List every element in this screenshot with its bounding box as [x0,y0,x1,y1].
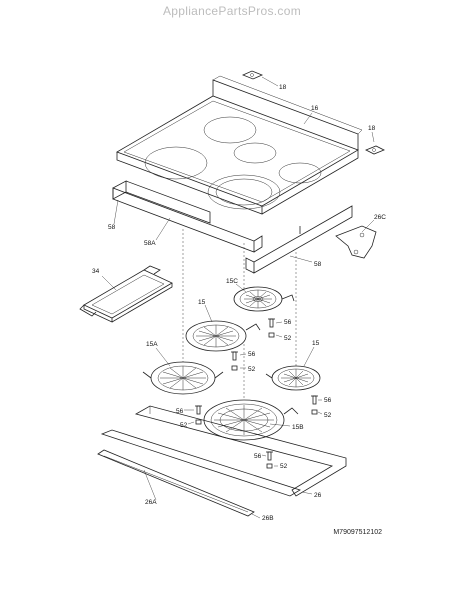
callout-56-b: 56 [248,351,256,358]
clip-52-e[interactable] [266,463,273,469]
callout-56-d: 56 [176,408,184,415]
callout-18-a: 18 [279,84,287,91]
callout-56-c: 56 [324,397,332,404]
callout-15B: 15B [292,424,304,431]
griddle-accessory[interactable] [79,265,173,323]
callout-15-upper: 15 [198,299,206,306]
frame-rail-58A[interactable] [112,187,263,253]
callout-58A: 58A [144,240,156,247]
radiant-element-15C[interactable] [233,286,295,312]
callout-15C: 15C [226,278,238,285]
screw-56-c[interactable] [311,395,318,405]
callout-26C: 26C [374,214,386,221]
callout-52-c: 52 [324,412,332,419]
cooktop-glass-part[interactable] [116,75,363,215]
callout-52-e: 52 [280,463,288,470]
radiant-element-15-right[interactable] [265,365,321,391]
callout-26: 26 [314,492,322,499]
watermark-text: AppliancePartsPros.com [163,4,301,18]
support-rail-26[interactable] [134,405,347,497]
model-number: M79097512102 [333,529,382,536]
callout-15-right: 15 [312,340,320,347]
callout-15A: 15A [146,341,158,348]
callout-16: 16 [311,105,319,112]
callout-34: 34 [92,268,100,275]
screw-56-a[interactable] [268,318,275,328]
radiant-element-15-upper[interactable] [185,320,261,352]
bracket-26C[interactable] [335,225,377,259]
clip-52-d[interactable] [195,419,202,425]
callout-52-a: 52 [284,335,292,342]
callout-26B: 26B [262,515,274,522]
callout-56-e: 56 [254,453,262,460]
frame-rail-58-left[interactable] [112,180,211,224]
radiant-element-15B[interactable] [203,399,299,441]
screw-56-b[interactable] [231,351,238,361]
support-rail-26-front[interactable] [100,429,301,497]
bracket-18-right[interactable] [365,145,385,155]
callout-26A: 26A [145,499,157,506]
support-rail-26A-26B[interactable] [97,449,255,517]
callout-52-d: 52 [180,422,188,429]
callout-18-b: 18 [368,125,376,132]
clip-52-a[interactable] [268,332,275,338]
radiant-element-15A[interactable] [142,361,224,395]
callout-52-b: 52 [248,366,256,373]
callout-58-a: 58 [108,224,116,231]
callout-56-a: 56 [284,319,292,326]
screw-56-d[interactable] [195,405,202,415]
frame-rail-58-right[interactable] [245,205,353,274]
callout-58-b: 58 [314,261,322,268]
screw-56-e[interactable] [266,451,273,461]
clip-52-b[interactable] [231,365,238,371]
bracket-18-left[interactable] [241,70,264,80]
clip-52-c[interactable] [311,409,318,415]
